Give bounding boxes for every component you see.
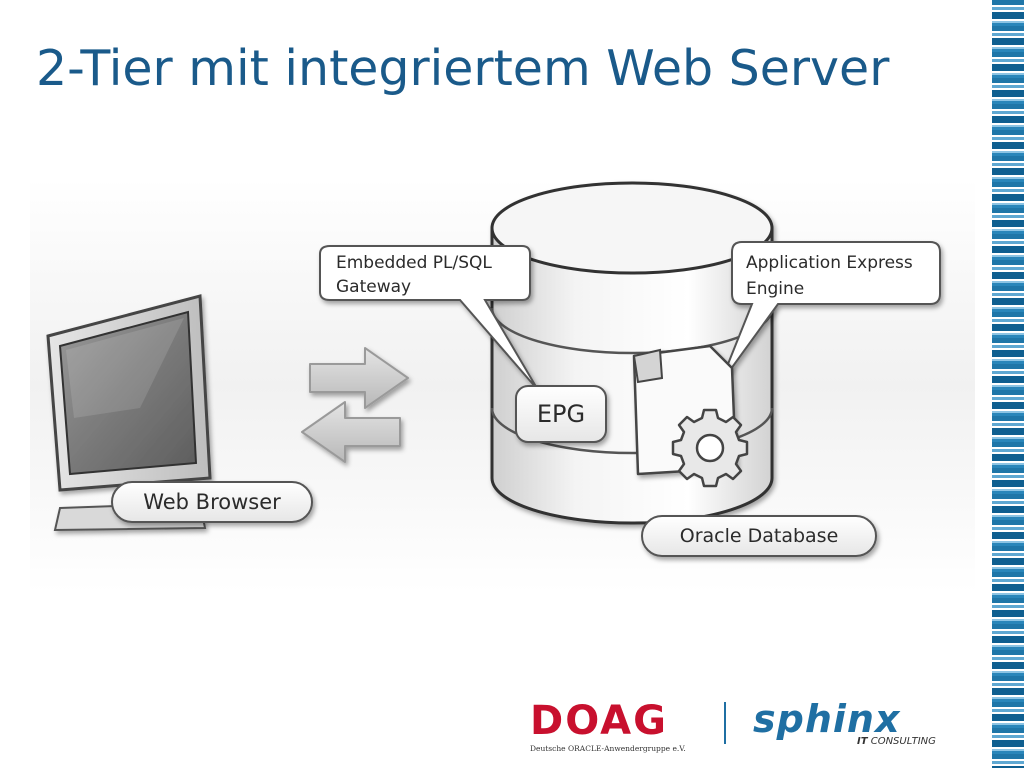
web-browser-label: Web Browser (143, 490, 281, 514)
callout-apex-engine (719, 241, 941, 385)
sphinx-wordmark: sphinx (753, 697, 901, 741)
footer-logos: DOAG Deutsche ORACLE-Anwendergruppe e.V.… (527, 697, 959, 756)
oracle-database-box (641, 515, 877, 557)
bidirectional-arrows-icon (301, 347, 409, 463)
callout-embedded-gateway (319, 245, 539, 391)
doag-logo: DOAG Deutsche ORACLE-Anwendergruppe e.V. (527, 700, 697, 756)
epg-label: EPG (537, 400, 585, 428)
oracle-database-label: Oracle Database (680, 525, 839, 547)
slide-title: 2-Tier mit integriertem Web Server (36, 40, 890, 97)
embedded-gateway-label: Embedded PL/SQL Gateway (336, 253, 497, 297)
doag-tagline: Deutsche ORACLE-Anwendergruppe e.V. (530, 744, 686, 753)
gear-icon (671, 408, 749, 488)
logo-divider (724, 702, 726, 744)
sphinx-logo: sphinx IT CONSULTING (749, 697, 959, 756)
web-browser-box (111, 481, 313, 523)
doag-wordmark: DOAG (530, 698, 668, 744)
architecture-diagram: Embedded PL/SQL Gateway Application Expr… (30, 178, 975, 593)
epg-box (515, 385, 607, 443)
apex-engine-label: Application Express Engine (746, 253, 918, 299)
decorative-stripe-bar (992, 0, 1024, 768)
monitor-icon (46, 294, 212, 532)
sphinx-subtitle: IT CONSULTING (857, 736, 936, 747)
